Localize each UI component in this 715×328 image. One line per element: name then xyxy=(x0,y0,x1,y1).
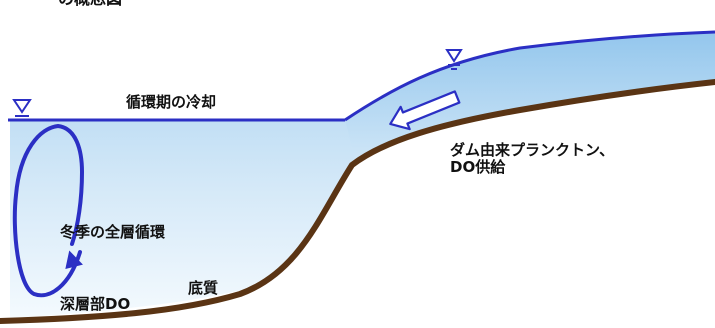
surface-cooling-label: 循環期の冷却 xyxy=(126,93,217,111)
circulation-arrowhead xyxy=(65,250,83,269)
river-surface-line xyxy=(344,30,715,122)
inflow-arrow-icon xyxy=(389,90,461,131)
water-level-icon-lake xyxy=(12,99,32,117)
dam-supply-label: ダム由来プランクトン、 DO供給 xyxy=(450,141,615,177)
circulation-loop-arrow-icon xyxy=(12,123,85,298)
water-level-icon-river xyxy=(445,49,463,70)
dam-supply-label-line2: DO供給 xyxy=(450,158,506,177)
bed-line xyxy=(0,79,715,324)
dam-supply-label-line1: ダム由来プランクトン、 xyxy=(450,141,615,159)
sediment-label: 底質 xyxy=(188,279,219,297)
winter-circulation-label: 冬季の全層循環 xyxy=(60,223,166,241)
river-water xyxy=(345,32,715,160)
top-label: の概念図 xyxy=(58,0,122,8)
deep-do-label: 深層部DO xyxy=(60,295,131,313)
